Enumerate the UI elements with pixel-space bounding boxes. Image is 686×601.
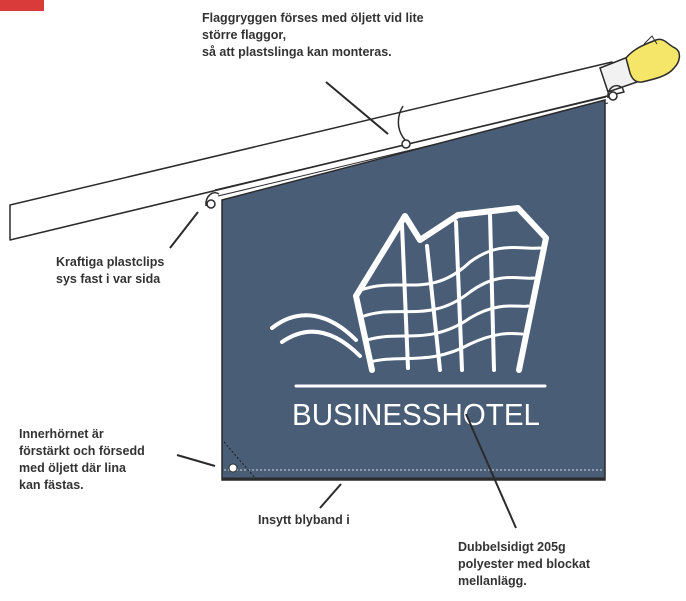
- eyelet-loop-icon: [397, 105, 411, 149]
- annotation-line: polyester med blockat: [458, 557, 590, 571]
- annotation-line: större flaggor,: [202, 28, 287, 42]
- annotation-line: Innerhörnet är: [19, 427, 104, 441]
- logo-text: BUSINESSHOTEL: [292, 397, 540, 432]
- leader-lead: [319, 483, 342, 509]
- corner-mark: [0, 0, 44, 11]
- plastic-clip-right-icon: [607, 84, 622, 101]
- annotation-line: Flaggryggen förses med öljett vid lite: [202, 11, 424, 25]
- annotation-eyelet: Flaggryggen förses med öljett vid lite s…: [202, 10, 424, 61]
- annotation-lead: Insytt blyband i: [258, 512, 350, 529]
- leader-corner: [176, 454, 216, 467]
- leader-clips: [169, 211, 199, 249]
- annotation-fabric: Dubbelsidigt 205g polyester med blockat …: [458, 539, 590, 590]
- leader-fabric: [465, 413, 517, 529]
- annotation-line: med öljett där lina: [19, 461, 126, 475]
- annotation-line: Kraftiga plastclips: [56, 255, 165, 269]
- flag-pole-tip-icon: [599, 35, 681, 93]
- annotation-line: sys fast i var sida: [56, 272, 161, 286]
- annotation-line: Insytt blyband i: [258, 513, 350, 527]
- annotation-line: kan fästas.: [19, 478, 84, 492]
- leader-eyelet: [325, 81, 389, 135]
- annotation-clips: Kraftiga plastclips sys fast i var sida: [56, 254, 164, 288]
- annotation-line: förstärkt och försedd: [19, 444, 145, 458]
- annotation-line: Dubbelsidigt 205g: [458, 540, 566, 554]
- plastic-clip-left-icon: [205, 192, 220, 209]
- annotation-line: mellanlägg.: [458, 574, 527, 588]
- business-hotel-logo: [270, 205, 549, 388]
- annotation-corner: Innerhörnet är förstärkt och försedd med…: [19, 426, 145, 494]
- corner-eyelet-icon: [223, 441, 257, 480]
- annotation-line: så att plastslinga kan monteras.: [202, 45, 392, 59]
